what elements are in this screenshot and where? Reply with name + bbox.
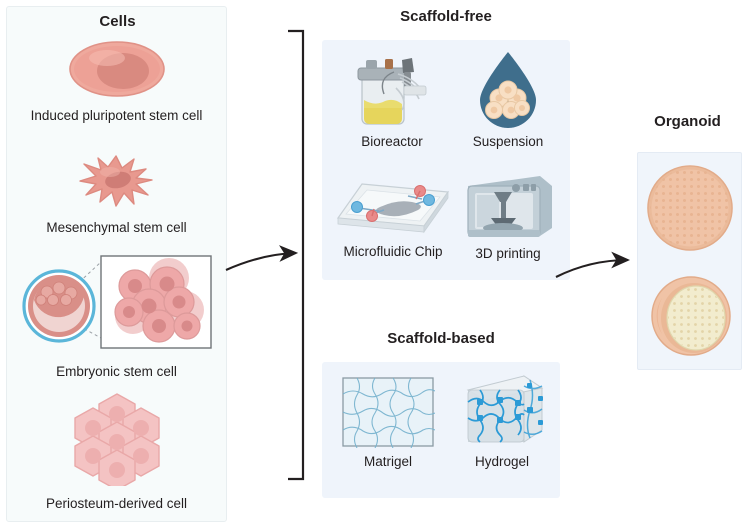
tile-label-matrigel: Matrigel [363,454,412,469]
tile-organoid-cross-section [650,272,732,360]
arrow-cells-to-methods [225,245,299,271]
droplet-icon [473,48,543,130]
organoid-sphere-icon [646,162,734,254]
blastocyst-with-inset-icon [17,250,217,360]
tile-organoid-sphere [646,162,734,254]
organoid-cross-section-icon [650,272,732,360]
cell-label-ipsc: Induced pluripotent stem cell [30,108,203,123]
organoid-title: Organoid [654,113,721,130]
3d-printer-icon [460,170,556,242]
oval-cell-icon [67,38,167,100]
cell-item-ipsc: Induced pluripotent stem cell [6,38,227,124]
tile-matrigel: Matrigel [334,376,442,470]
tile-hydrogel: Hydrogel [450,370,554,470]
tile-bioreactor: Bioreactor [332,48,452,150]
tile-label-3d-printing: 3D printing [475,246,541,261]
cell-label-periosteum: Periosteum-derived cell [45,496,188,511]
cell-label-msc: Mesenchymal stem cell [46,220,187,235]
methods-bracket [288,29,305,481]
scaffold-free-title: Scaffold-free [400,8,492,25]
hydrogel-cube-icon [456,370,548,448]
tile-microfluidic-chip: Microfluidic Chip [330,178,456,260]
cell-label-esc: Embryonic stem cell [56,364,177,379]
cell-item-msc: Mesenchymal stem cell [6,150,227,236]
cell-item-periosteum: Periosteum-derived cell [6,392,227,512]
hexagonal-cell-cluster-icon [62,392,172,491]
tile-suspension: Suspension [455,48,561,150]
tile-3d-printing: 3D printing [456,170,560,262]
tile-label-suspension: Suspension [472,134,544,149]
bioreactor-icon [346,48,438,130]
tile-label-bioreactor: Bioreactor [361,134,423,149]
cell-item-esc: Embryonic stem cell [6,250,227,380]
scaffold-based-title: Scaffold-based [387,330,495,347]
microfluidic-chip-icon [332,178,454,240]
tile-label-microfluidic-chip: Microfluidic Chip [343,244,443,259]
matrigel-mesh-icon [341,376,436,449]
star-shaped-cell-icon [72,150,162,212]
cells-panel-title: Cells [99,13,136,30]
tile-label-hydrogel: Hydrogel [474,454,530,469]
